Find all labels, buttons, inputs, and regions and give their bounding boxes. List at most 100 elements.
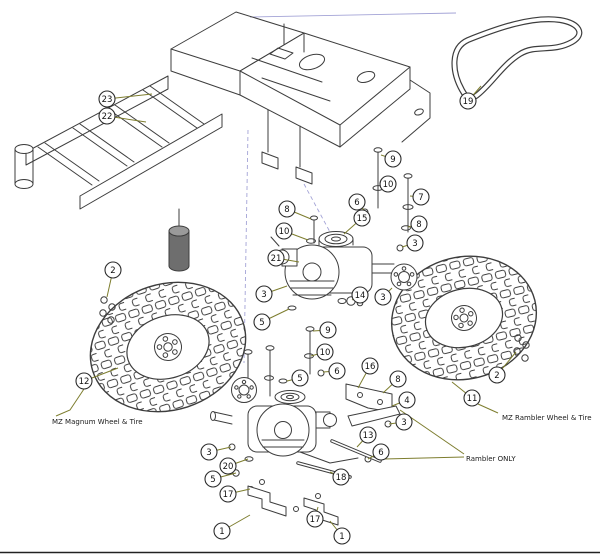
callout-number: 10 (383, 180, 394, 190)
callout-9: 9 (384, 150, 402, 168)
callout-number: 3 (401, 418, 406, 428)
callout-number: 10 (279, 227, 290, 237)
callout-number: 5 (210, 475, 215, 485)
callout-5: 5 (253, 313, 271, 331)
callout-23: 23 (98, 90, 116, 108)
callout-number: 3 (206, 448, 211, 458)
callout-circle (384, 150, 402, 168)
callout-circle (255, 285, 273, 303)
callout-circle (353, 209, 371, 227)
callout-14: 14 (351, 286, 369, 304)
callout-10: 10 (379, 175, 397, 193)
callout-10: 10 (316, 343, 334, 361)
callout-circle (319, 321, 337, 339)
callout-number: 7 (418, 193, 423, 203)
callout-3: 3 (255, 285, 273, 303)
callout-circle (328, 362, 346, 380)
drive-belt-drawing (451, 16, 583, 102)
frame-drawing (14, 11, 431, 272)
callout-circle (361, 357, 379, 375)
callout-circle (98, 107, 116, 125)
callout-number: 6 (378, 448, 383, 458)
callout-11: 11 (463, 389, 481, 407)
callout-6: 6 (372, 443, 390, 461)
callout-circle (463, 389, 481, 407)
callout-number: 8 (284, 205, 289, 215)
callout-circle (275, 222, 293, 240)
callout-circle (316, 343, 334, 361)
callout-number: 3 (412, 239, 417, 249)
callout-circle (398, 391, 416, 409)
callout-number: 21 (271, 254, 282, 264)
callout-8: 8 (278, 200, 296, 218)
callout-number: 18 (336, 473, 347, 483)
callout-4: 4 (398, 391, 416, 409)
callout-circle (104, 261, 122, 279)
callout-22: 22 (98, 107, 116, 125)
callout-number: 9 (325, 326, 330, 336)
callout-number: 5 (259, 318, 264, 328)
callout-number: 17 (310, 515, 321, 525)
callout-3: 3 (395, 413, 413, 431)
callout-6: 6 (348, 193, 366, 211)
label-rambler-only: Rambler ONLY (466, 455, 516, 463)
callout-15: 15 (353, 209, 371, 227)
callout-17: 17 (219, 485, 237, 503)
callout-10: 10 (275, 222, 293, 240)
callout-circle (412, 188, 430, 206)
callout-circle (333, 527, 351, 545)
callout-circle (410, 215, 428, 233)
callout-number: 16 (365, 362, 376, 372)
callout-number: 19 (463, 97, 474, 107)
callout-3: 3 (200, 443, 218, 461)
callout-circle (213, 522, 231, 540)
callout-20: 20 (219, 457, 237, 475)
callout-circle (219, 485, 237, 503)
callout-9: 9 (319, 321, 337, 339)
callout-number: 12 (79, 377, 90, 387)
callout-number: 2 (110, 266, 115, 276)
callout-number: 5 (297, 374, 302, 384)
callout-number: 9 (390, 155, 395, 165)
callout-5: 5 (291, 369, 309, 387)
callout-number: 13 (363, 431, 374, 441)
callout-circle (200, 443, 218, 461)
callout-6: 6 (328, 362, 346, 380)
callout-number: 15 (357, 214, 368, 224)
callout-21: 21 (267, 249, 285, 267)
callout-number: 17 (223, 490, 234, 500)
callout-number: 8 (416, 220, 421, 230)
callout-8: 8 (389, 370, 407, 388)
callout-16: 16 (361, 357, 379, 375)
callout-circle (379, 175, 397, 193)
callout-1: 1 (333, 527, 351, 545)
callout-circle (75, 372, 93, 390)
callout-number: 8 (395, 375, 400, 385)
callout-8: 8 (410, 215, 428, 233)
right-wheel-drawing (390, 255, 538, 381)
callout-number: 22 (102, 112, 113, 122)
callout-3: 3 (406, 234, 424, 252)
callout-circle (359, 426, 377, 444)
callout-circle (278, 200, 296, 218)
callout-circle (351, 286, 369, 304)
callout-number: 6 (334, 367, 339, 377)
callout-1: 1 (213, 522, 231, 540)
callout-circle (395, 413, 413, 431)
callout-2: 2 (104, 261, 122, 279)
bracket-and-linkage-drawing (247, 383, 401, 526)
callout-circle (374, 288, 392, 306)
callout-number: 14 (355, 291, 366, 301)
callout-circle (389, 370, 407, 388)
callout-number: 10 (320, 348, 331, 358)
callout-circle (406, 234, 424, 252)
left-wheel-drawing (89, 281, 247, 413)
callout-circle (459, 92, 477, 110)
callout-number: 3 (380, 293, 385, 303)
callout-circle (253, 313, 271, 331)
callout-circle (267, 249, 285, 267)
callout-number: 23 (102, 95, 113, 105)
callout-circle (219, 457, 237, 475)
